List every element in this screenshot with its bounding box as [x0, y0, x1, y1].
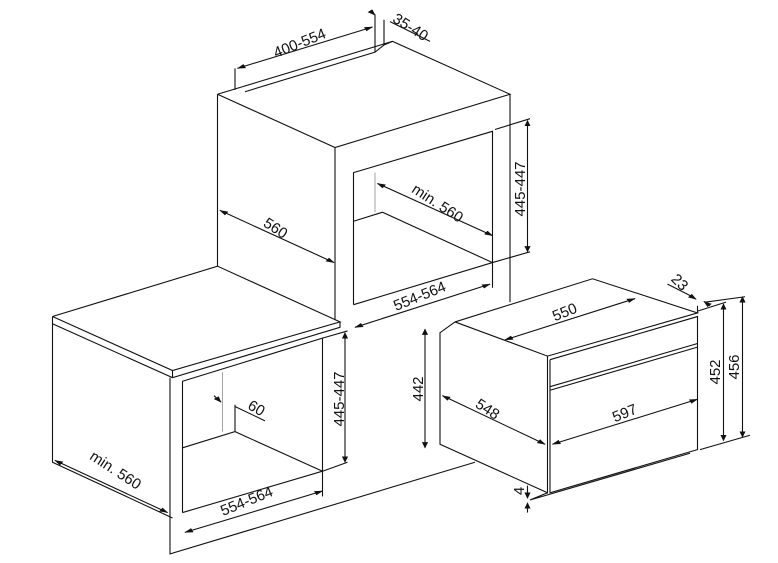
leader-23 — [668, 284, 693, 297]
lower-cabinet-front — [170, 378, 475, 554]
dim-35-40-arrow — [370, 11, 376, 16]
dimension-label-oven-height-456: 456 — [726, 354, 743, 379]
dimension-label-upper-gap: 35-40 — [390, 10, 432, 45]
dimension-label-lower-height: 445-447 — [331, 371, 348, 426]
dimension-label-oven-panel-depth: 23 — [667, 271, 691, 295]
oven-control-panel-b — [550, 347, 698, 390]
lower-opening-back — [183, 432, 323, 472]
dim-560 — [219, 210, 335, 262]
dim-597 — [552, 399, 698, 444]
lower-opening — [183, 338, 323, 512]
ext-lower-h-bottom — [323, 462, 348, 471]
ext-oven-452 — [698, 302, 727, 311]
dimension-label-upper-opening-width: 554-564 — [391, 278, 448, 314]
dim-23-b — [703, 301, 710, 305]
upper-cabinet-top — [218, 41, 511, 147]
dimension-label-lower-vent: 60 — [245, 397, 268, 420]
upper-opening — [354, 131, 493, 304]
dim-lower-554-564 — [184, 491, 323, 532]
dimension-label-oven-base-gap: 4 — [511, 487, 528, 495]
dim-lower-min-560 — [54, 460, 168, 512]
dimension-label-oven-front-width: 597 — [610, 401, 640, 426]
dim-upper-554-564 — [354, 284, 491, 327]
dimension-label-oven-body-height: 442 — [410, 376, 427, 401]
dim-548 — [442, 396, 546, 445]
dimension-label-oven-top-depth: 550 — [550, 300, 580, 325]
ext-oven-bottom — [700, 435, 750, 449]
upper-opening-back — [354, 212, 493, 262]
dimension-label-upper-width: 400-554 — [271, 25, 328, 61]
dim-upper-min-560 — [377, 183, 493, 235]
dimension-label-lower-depth: min. 560 — [87, 448, 145, 494]
worktop-edge — [53, 317, 341, 378]
dimension-label-upper-depth: 560 — [260, 215, 290, 243]
dimension-label-upper-inner-depth: min. 560 — [409, 181, 467, 227]
dim-550 — [504, 299, 636, 340]
ext-upper-h-bottom — [493, 252, 531, 263]
oven-front-outline — [550, 317, 698, 493]
ext-upper-h-top — [495, 119, 530, 130]
ext-lower-h-top — [323, 331, 348, 338]
ext-oven-456 — [705, 297, 745, 302]
dim-400-554 — [237, 27, 373, 68]
upper-ledge — [245, 41, 393, 91]
dim-60-arrow — [214, 396, 222, 403]
oven-base-plate — [530, 453, 690, 500]
leader-35 — [390, 22, 430, 42]
lower-cabinet-left — [53, 324, 173, 518]
dimension-label-oven-body-depth: 548 — [472, 396, 502, 424]
worktop-top — [53, 266, 341, 370]
dim-23-a — [690, 296, 697, 300]
leader-60 — [235, 406, 265, 420]
oven-side — [440, 322, 548, 493]
dimension-label-oven-height-452: 452 — [707, 359, 724, 384]
dimension-label-upper-height: 445-447 — [512, 161, 529, 216]
oven-control-panel-a — [550, 344, 698, 387]
